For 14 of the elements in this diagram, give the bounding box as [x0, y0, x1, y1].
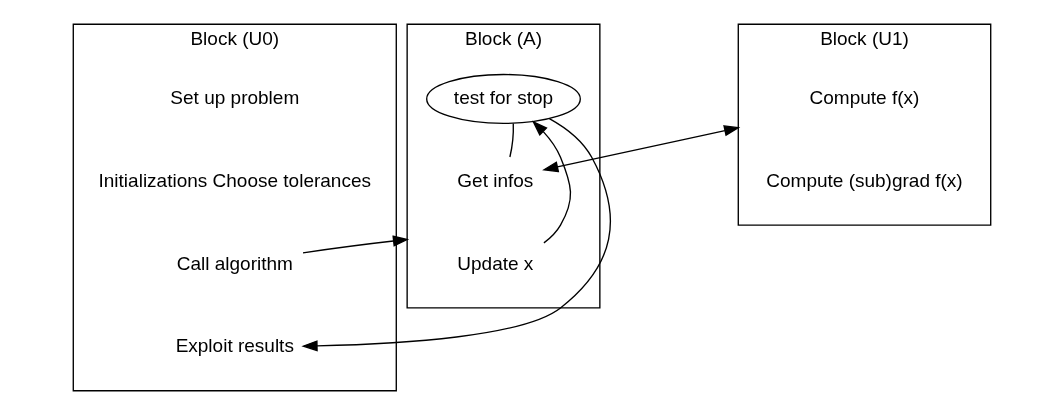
node-text: Compute (sub)grad f(x)	[765, 169, 963, 191]
node-text: Get infos	[456, 169, 533, 191]
arrow	[531, 120, 571, 244]
node-text: Set up problem	[169, 86, 299, 108]
arrow	[301, 235, 409, 254]
node-text: Compute f(x)	[809, 86, 919, 108]
node-text: Update x	[456, 252, 533, 274]
connector	[508, 122, 514, 158]
node-text: Call algorithm	[176, 252, 293, 274]
arrow	[541, 125, 740, 173]
node-ellipse: test for stop	[425, 73, 581, 125]
node-text: Exploit results	[175, 335, 294, 357]
node-text: Initializations Choose tolerances	[98, 169, 371, 191]
arrow	[300, 117, 611, 352]
